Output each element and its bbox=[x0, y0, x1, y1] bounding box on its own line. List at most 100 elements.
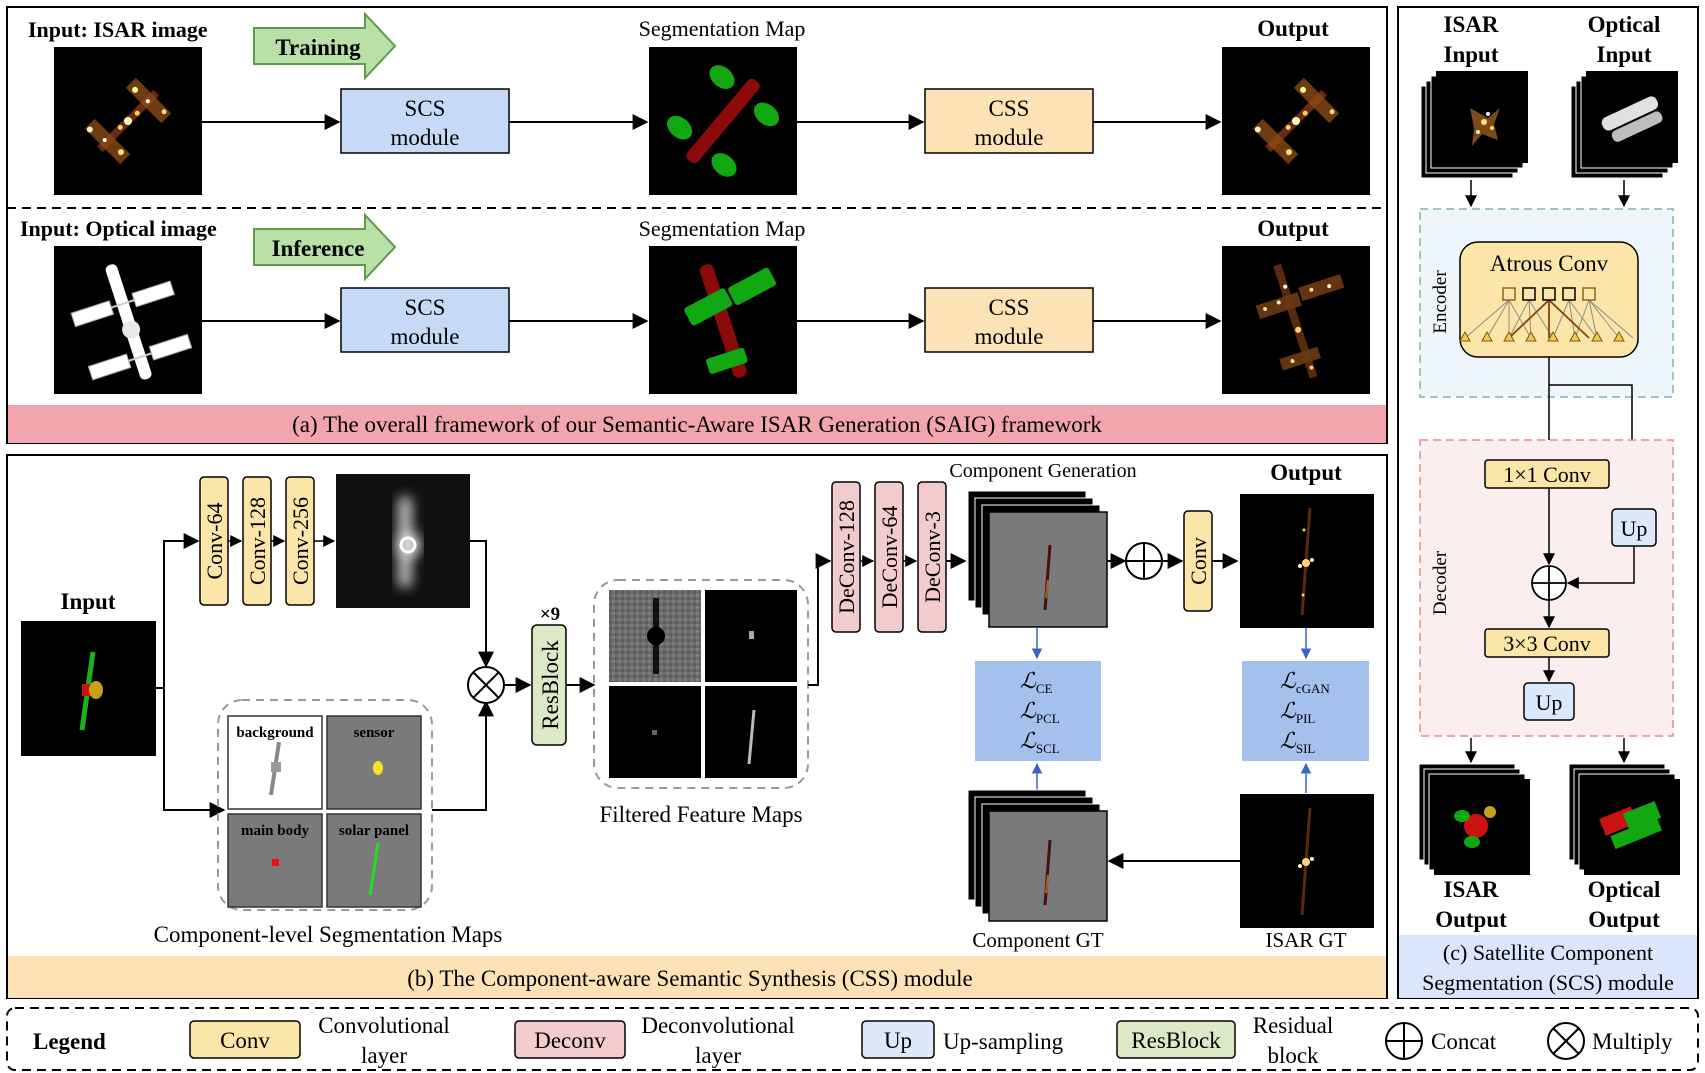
filtered-label: Filtered Feature Maps bbox=[599, 802, 802, 827]
optical-output-label-2: Output bbox=[1588, 907, 1660, 932]
panel-b-caption-bar bbox=[8, 956, 1386, 998]
deconv-64-block: DeConv-64 bbox=[874, 481, 904, 633]
seg-tile-background: background bbox=[227, 715, 323, 810]
panel-a-caption-bar bbox=[8, 405, 1386, 443]
panel-c-caption-1: (c) Satellite Component bbox=[1443, 940, 1653, 965]
panel-c: (c) Satellite Component Segmentation (SC… bbox=[1397, 6, 1699, 999]
multiply-icon bbox=[467, 666, 505, 704]
resblock-repeat: ×9 bbox=[540, 604, 560, 625]
scs-isar-input-stack bbox=[1420, 71, 1528, 179]
seg-tile-main-body: main body bbox=[227, 813, 323, 908]
top-branch-line bbox=[156, 533, 200, 689]
row1-training-arrow: Training bbox=[253, 11, 397, 81]
legend-conv-swatch bbox=[189, 1020, 301, 1059]
row1-css-line2: module bbox=[975, 125, 1044, 150]
row1-output-label: Output bbox=[1257, 16, 1329, 41]
legend-resblock: ResBlock bbox=[1131, 1028, 1221, 1053]
legend-resblock-swatch bbox=[1116, 1020, 1236, 1059]
conv-128-label: Conv-128 bbox=[245, 497, 270, 585]
bottom-branch-line bbox=[163, 688, 226, 818]
loss-sil: ℒSIL bbox=[1280, 728, 1315, 756]
legend-frame bbox=[6, 1007, 1699, 1071]
seg-maps-group: background sensor main body solar panel bbox=[217, 699, 433, 911]
legend-resblock-desc-2: block bbox=[1267, 1043, 1319, 1068]
seg-to-multiply bbox=[432, 700, 494, 811]
row2-seg-map-image bbox=[649, 246, 797, 394]
row1-scs-module: SCS module bbox=[340, 88, 510, 154]
conv-3x3-block: 3×3 Conv bbox=[1484, 628, 1610, 658]
conv-3x3-label: 3×3 Conv bbox=[1503, 631, 1591, 656]
css-output-label: Output bbox=[1270, 460, 1342, 485]
row1-input-label: Input: ISAR image bbox=[28, 17, 208, 42]
legend-resblock-desc-1: Residual bbox=[1253, 1013, 1334, 1038]
loss-pil: ℒPIL bbox=[1280, 698, 1315, 726]
legend-concat-icon bbox=[1385, 1022, 1423, 1060]
deconv-128-label: DeConv-128 bbox=[834, 500, 859, 614]
filtered-to-deconv bbox=[808, 553, 832, 686]
row2-css-line1: CSS bbox=[989, 295, 1030, 320]
row1-scs-line1: SCS bbox=[405, 96, 446, 121]
legend-conv-desc-1: Convolutional bbox=[318, 1013, 450, 1038]
row2-output-image bbox=[1222, 246, 1370, 394]
row2-optical-input-image bbox=[54, 246, 202, 394]
seg-tile-solar-panel-label: solar panel bbox=[339, 823, 409, 839]
panel-c-caption-bar bbox=[1399, 935, 1697, 998]
row2-scs-line2: module bbox=[391, 324, 460, 349]
deconv-64-label: DeConv-64 bbox=[877, 506, 902, 609]
conv-feature-image bbox=[336, 474, 470, 608]
isar-gt-label: ISAR GT bbox=[1265, 928, 1346, 952]
row2-scs-module: SCS module bbox=[340, 287, 510, 353]
row1-css-line1: CSS bbox=[989, 96, 1030, 121]
panel-b: (b) The Component-aware Semantic Synthes… bbox=[6, 454, 1388, 999]
optical-output-label-1: Optical bbox=[1588, 877, 1661, 902]
row1-css-module: CSS module bbox=[924, 88, 1094, 154]
legend-deconv-swatch bbox=[514, 1020, 626, 1059]
atrous-conv-block: Atrous Conv bbox=[1459, 241, 1639, 358]
legend-concat: Concat bbox=[1431, 1029, 1497, 1054]
up-to-concat bbox=[1566, 546, 1635, 589]
final-conv-label: Conv bbox=[1186, 537, 1211, 585]
resblock-label: ResBlock bbox=[538, 640, 563, 730]
up-block-2: Up bbox=[1523, 682, 1575, 721]
seg-tile-main-body-label: main body bbox=[241, 823, 309, 839]
seg-tile-sensor: sensor bbox=[326, 715, 422, 810]
isar-input-label-2: Input bbox=[1444, 42, 1499, 67]
isar-output-label-1: ISAR bbox=[1444, 877, 1499, 902]
encoder-label: Encoder bbox=[1430, 270, 1451, 334]
deconv-128-block: DeConv-128 bbox=[831, 481, 861, 633]
component-generation-stack bbox=[967, 490, 1108, 628]
conv-64-label: Conv-64 bbox=[202, 503, 227, 580]
conv-1x1-label: 1×1 Conv bbox=[1503, 462, 1591, 487]
scs-optical-output-stack bbox=[1568, 763, 1680, 875]
loss-pcl: ℒPCL bbox=[1020, 698, 1060, 726]
component-generation-label: Component Generation bbox=[949, 460, 1136, 482]
legend-deconv: Deconv bbox=[534, 1028, 606, 1053]
panel-a-caption: (a) The overall framework of our Semanti… bbox=[292, 412, 1102, 437]
inference-label: Inference bbox=[272, 236, 365, 261]
row2-css-line2: module bbox=[975, 324, 1044, 349]
row1-output-image bbox=[1222, 47, 1370, 195]
loss-ce: ℒCE bbox=[1020, 668, 1053, 696]
isar-input-label-1: ISAR bbox=[1444, 12, 1499, 37]
legend-deconv-desc-1: Deconvolutional bbox=[641, 1013, 794, 1038]
optical-input-label-2: Input bbox=[1597, 42, 1652, 67]
seg-tile-background-label: background bbox=[236, 725, 314, 741]
seg-maps-label: Component-level Segmentation Maps bbox=[154, 922, 503, 947]
component-gt-label: Component GT bbox=[972, 928, 1103, 952]
isar-output-label-2: Output bbox=[1435, 907, 1507, 932]
row2-output-label: Output bbox=[1257, 216, 1329, 241]
concat-icon bbox=[1125, 542, 1163, 580]
legend-up: Up bbox=[884, 1028, 912, 1053]
component-gt-stack bbox=[967, 789, 1108, 922]
loss-box-right: ℒcGAN ℒPIL ℒSIL bbox=[1242, 661, 1369, 761]
decoder-label: Decoder bbox=[1430, 550, 1451, 615]
up-label: Up bbox=[1621, 516, 1648, 541]
scs-isar-output-stack bbox=[1418, 763, 1530, 875]
conv-64-block: Conv-64 bbox=[199, 476, 229, 606]
css-output-image bbox=[1240, 494, 1374, 628]
conv-1x1-block: 1×1 Conv bbox=[1484, 459, 1610, 489]
conv-256-label: Conv-256 bbox=[288, 497, 313, 585]
row2-seg-label: Segmentation Map bbox=[639, 216, 806, 241]
seg-tile-solar-panel: solar panel bbox=[326, 813, 422, 908]
